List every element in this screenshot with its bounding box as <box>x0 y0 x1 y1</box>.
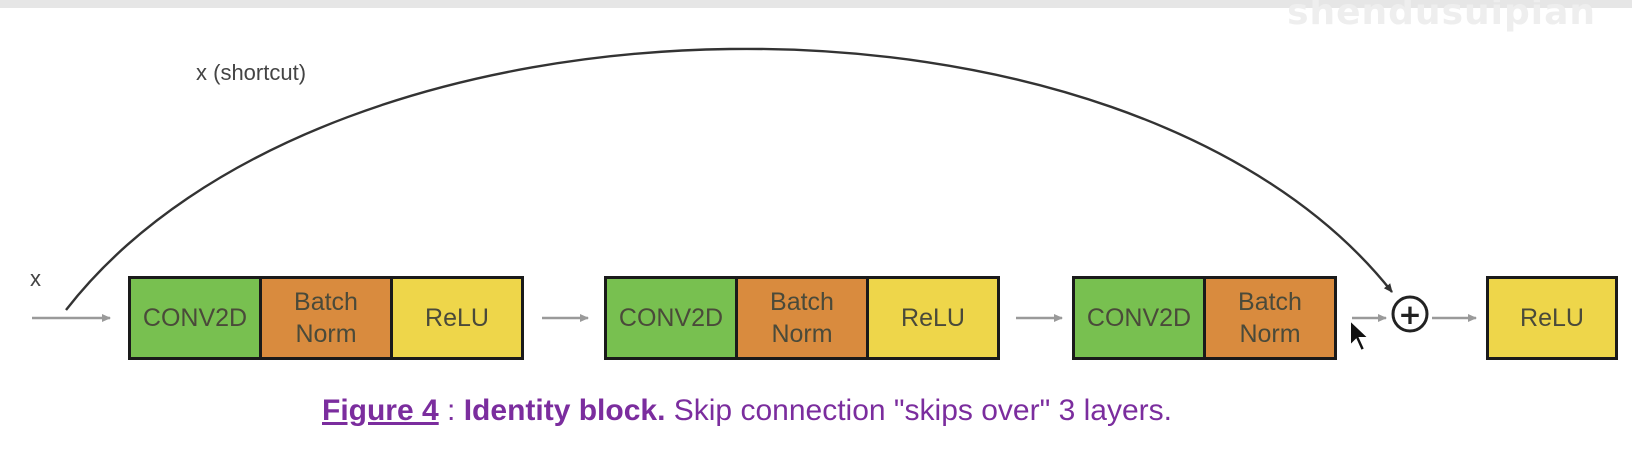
caption-figure-label: Figure 4 <box>322 394 439 427</box>
add-node-circle <box>1391 295 1429 333</box>
add-node-symbol: + <box>1398 298 1421 331</box>
shortcut-arc <box>65 47 1393 311</box>
figure-caption: Figure 4 : Identity block. Skip connecti… <box>322 394 1172 428</box>
block-batchnorm-3: Batch Norm <box>1203 276 1337 360</box>
watermark: shendusuipian <box>1287 0 1596 33</box>
top-bar <box>0 0 1632 8</box>
shortcut-label: x (shortcut) <box>196 60 307 85</box>
caption-separator: : <box>438 394 464 427</box>
block-batchnorm-1: Batch Norm <box>259 276 393 360</box>
block-conv2d-1: CONV2D <box>128 276 262 360</box>
block-relu-1: ReLU <box>390 276 524 360</box>
block-relu-2: ReLU <box>866 276 1000 360</box>
input-label: x <box>30 266 41 291</box>
block-batchnorm-2: Batch Norm <box>735 276 869 360</box>
caption-title: Identity block. <box>463 394 666 427</box>
block-conv2d-2: CONV2D <box>604 276 738 360</box>
mouse-cursor-icon <box>1349 318 1372 353</box>
block-relu-output: ReLU <box>1486 276 1618 360</box>
caption-text: Skip connection "skips over" 3 layers. <box>665 394 1172 427</box>
block-conv2d-3: CONV2D <box>1072 276 1206 360</box>
